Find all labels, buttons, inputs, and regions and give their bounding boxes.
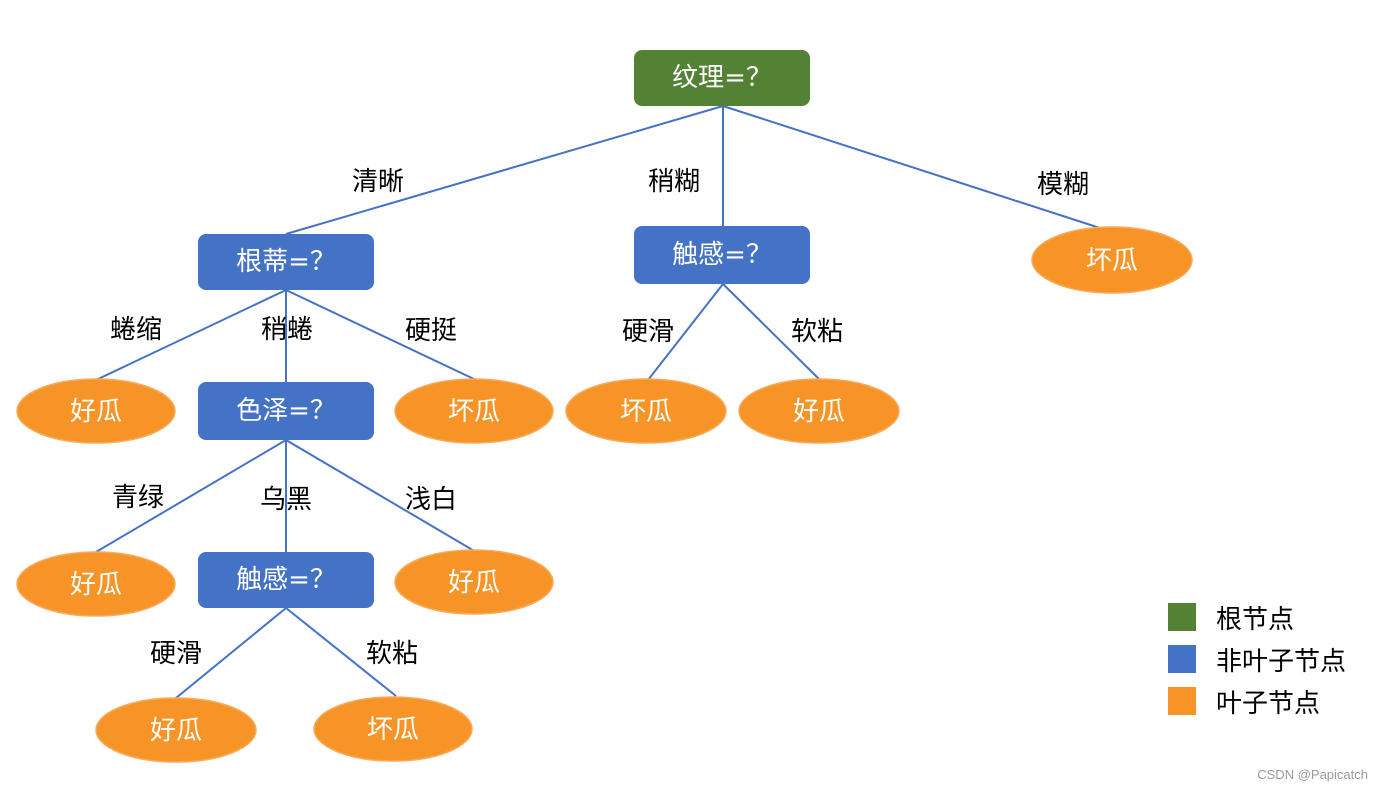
edge-label-ruannian2: 软粘 (366, 639, 418, 669)
leaf-node-mohu-label: 坏瓜 (1086, 246, 1138, 276)
edge-label-mohu: 模糊 (1037, 170, 1089, 200)
legend-swatch-root (1168, 603, 1196, 631)
edge-label-yinghua2: 硬滑 (150, 639, 202, 669)
leaf-node-yingting (394, 378, 554, 444)
edge-sezhe-qianbai (285, 439, 477, 553)
edge-root-mohu (722, 105, 1101, 229)
edge-label-yingting: 硬挺 (405, 316, 457, 346)
edge-label-wuhei: 乌黑 (260, 485, 312, 515)
leaf-node-yinghua-2-label: 好瓜 (150, 716, 202, 746)
edge-gendi-yingting (285, 289, 477, 381)
leaf-node-ruannian-1 (738, 378, 900, 444)
edge-label-shaohu: 稍糊 (648, 167, 700, 197)
edge-label-qianbai: 浅白 (405, 485, 457, 515)
internal-node-chugan-2 (198, 552, 374, 608)
internal-node-chugan-1-label: 触感=？ (672, 240, 772, 270)
edge-label-qinglv: 青绿 (112, 483, 164, 513)
leaf-node-ruannian-1-label: 好瓜 (793, 397, 845, 427)
edge-chugan2-ruannian (285, 607, 397, 697)
leaf-node-ruannian-2 (313, 696, 473, 762)
legend-swatch-leaf (1168, 687, 1196, 715)
internal-node-sezhe-label: 色泽=？ (236, 396, 336, 426)
leaf-node-qianbai (394, 549, 554, 615)
legend-label-root: 根节点 (1216, 604, 1295, 635)
edge-label-shaoquan: 稍蜷 (261, 315, 313, 345)
leaf-node-quansuo (16, 378, 176, 444)
edge-label-qingxi: 清晰 (352, 167, 404, 197)
edge-gendi-quansuo (95, 289, 287, 381)
leaf-node-yinghua-1 (565, 378, 727, 444)
leaf-node-yinghua-1-label: 坏瓜 (620, 397, 672, 427)
watermark: CSDN @Papicatch (1257, 767, 1368, 782)
leaf-node-qinglv (16, 551, 176, 617)
edge-root-gendi (285, 105, 724, 235)
internal-node-chugan-1 (634, 226, 810, 284)
edge-chugan2-yinghua (175, 607, 287, 699)
edge-label-ruannian1: 软粘 (791, 317, 843, 347)
legend-label-internal: 非叶子节点 (1216, 646, 1347, 677)
legend: 根节点 非叶子节点 叶子节点 (1168, 596, 1346, 722)
tree-edges (95, 105, 1101, 699)
edge-chugan1-yinghua (647, 283, 724, 381)
edge-chugan1-ruannian (722, 283, 821, 381)
leaf-node-qianbai-label: 好瓜 (448, 568, 500, 598)
leaf-node-quansuo-label: 好瓜 (70, 397, 122, 427)
legend-swatch-internal (1168, 645, 1196, 673)
legend-label-leaf: 叶子节点 (1216, 688, 1321, 719)
leaf-node-yinghua-2 (95, 697, 257, 763)
leaf-node-yingting-label: 坏瓜 (448, 397, 500, 427)
edge-label-quansuo: 蜷缩 (110, 315, 162, 345)
leaf-node-ruannian-2-label: 坏瓜 (367, 715, 419, 745)
leaf-node-mohu (1031, 226, 1193, 294)
root-node (634, 50, 810, 106)
internal-node-gendi-label: 根蒂=？ (236, 247, 336, 277)
internal-node-chugan-2-label: 触感=？ (236, 565, 336, 595)
root-node-label: 纹理=？ (672, 63, 772, 93)
legend-item-internal: 非叶子节点 (1168, 638, 1346, 680)
internal-node-sezhe (198, 382, 374, 440)
leaf-node-qinglv-label: 好瓜 (70, 570, 122, 600)
edge-sezhe-qinglv (95, 439, 287, 553)
legend-item-leaf: 叶子节点 (1168, 680, 1346, 722)
legend-item-root: 根节点 (1168, 596, 1346, 638)
edge-label-yinghua1: 硬滑 (622, 317, 674, 347)
internal-node-gendi (198, 234, 374, 290)
